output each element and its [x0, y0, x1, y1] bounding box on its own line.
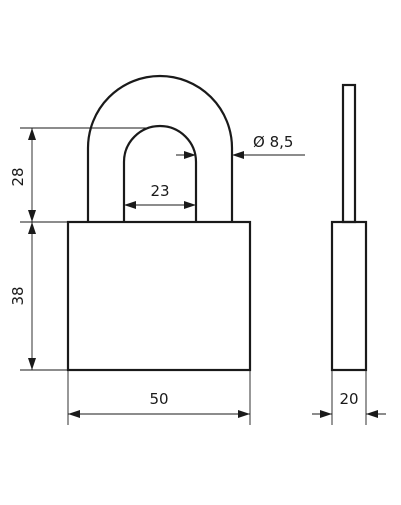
- dimension-label-20: 20: [339, 390, 358, 408]
- padlock-body-front: [66, 220, 252, 372]
- dimension-body-height: 38: [9, 222, 68, 371]
- shackle-side-profile: [341, 83, 357, 224]
- dimension-label-38: 38: [9, 286, 27, 305]
- dimension-shackle-inner-width: 23: [124, 182, 196, 209]
- dimension-label-50: 50: [149, 390, 168, 408]
- dimension-body-thickness: 20: [312, 370, 386, 425]
- dimension-label-diameter: Ø 8,5: [253, 133, 293, 151]
- dimension-label-23: 23: [150, 182, 169, 200]
- padlock-side-view: [330, 83, 368, 372]
- dimension-shackle-diameter: Ø 8,5: [176, 133, 305, 159]
- shackle-inner-outline: [122, 124, 198, 222]
- shackle-outer-outline: [86, 74, 234, 222]
- padlock-body-side: [330, 220, 368, 372]
- shackle-front-view: [86, 74, 234, 222]
- dimension-label-28: 28: [9, 167, 27, 186]
- dimension-body-width: 50: [67, 370, 251, 425]
